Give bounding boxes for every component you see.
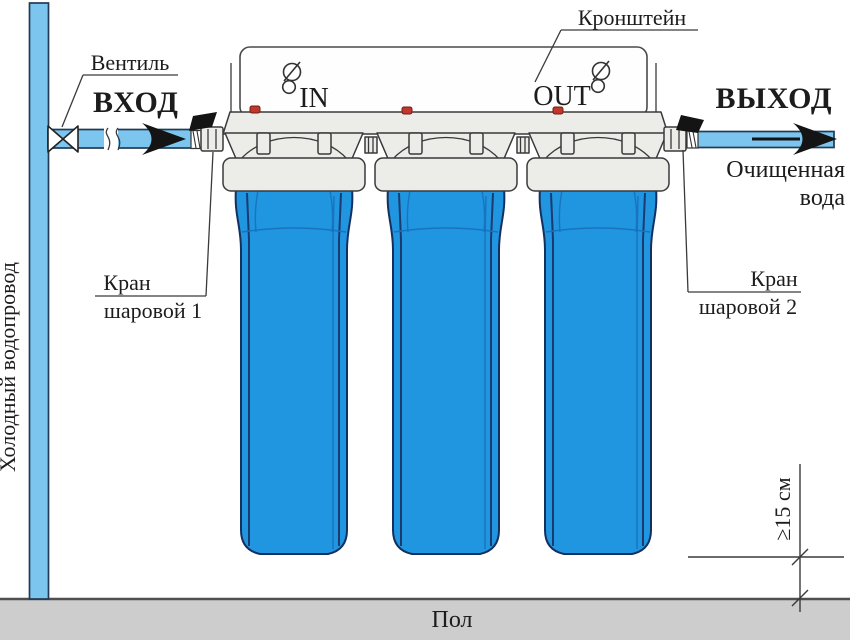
- stage-connector-1: [364, 136, 378, 154]
- clearance-label: ≥15 см: [770, 477, 795, 540]
- vent-button-3: [552, 106, 564, 115]
- purified-water-label-line1: Очищенная: [726, 157, 845, 183]
- hatched-fitting: [686, 130, 699, 149]
- vent-button-1: [249, 105, 261, 114]
- port-in-label: IN: [299, 83, 329, 114]
- ball-valve-1: [189, 112, 224, 152]
- filter-housing-2: [374, 132, 518, 555]
- flow-arrow-in-icon: [142, 123, 186, 155]
- port-out-label: OUT: [533, 81, 591, 112]
- valve-handle-icon: [676, 115, 704, 133]
- ball-valve-2-label-line2: шаровой 2: [699, 294, 797, 319]
- purified-water-label-line2: вода: [800, 185, 846, 211]
- ball-valve-2: [663, 115, 704, 152]
- bracket-label: Кронштейн: [578, 5, 687, 30]
- ball-valve-2-label-line1: Кран: [750, 266, 797, 291]
- ball-valve-1-label-line1: Кран: [103, 270, 150, 295]
- hatched-fitting: [190, 129, 203, 150]
- valve-handle-icon: [189, 112, 217, 131]
- cold-water-pipe: [28, 2, 50, 600]
- bracket-screw-icon-1: [281, 61, 302, 95]
- shutoff-valve-icon: [47, 125, 79, 153]
- cold-water-pipe-label: Холодный водопровод: [0, 262, 20, 472]
- outlet-label: ВЫХОД: [715, 82, 832, 115]
- floor: [0, 599, 850, 640]
- manifold-bar: [222, 111, 669, 135]
- clearance-dimension: [688, 464, 844, 612]
- valve-label: Вентиль: [91, 50, 170, 75]
- ball-valve-1-label-line2: шаровой 1: [104, 298, 202, 323]
- pipe-break-icon: [104, 127, 121, 151]
- inlet-label: ВХОД: [93, 86, 179, 119]
- bracket-screw-icon-2: [590, 60, 611, 94]
- floor-label: Пол: [432, 607, 473, 633]
- flow-arrow-out-icon: [793, 123, 837, 155]
- filter-housing-3: [526, 132, 670, 555]
- filter-housing-1: [222, 132, 366, 555]
- stage-connector-2: [516, 136, 530, 154]
- vent-button-2: [401, 106, 413, 115]
- leader-lines: [61, 29, 801, 297]
